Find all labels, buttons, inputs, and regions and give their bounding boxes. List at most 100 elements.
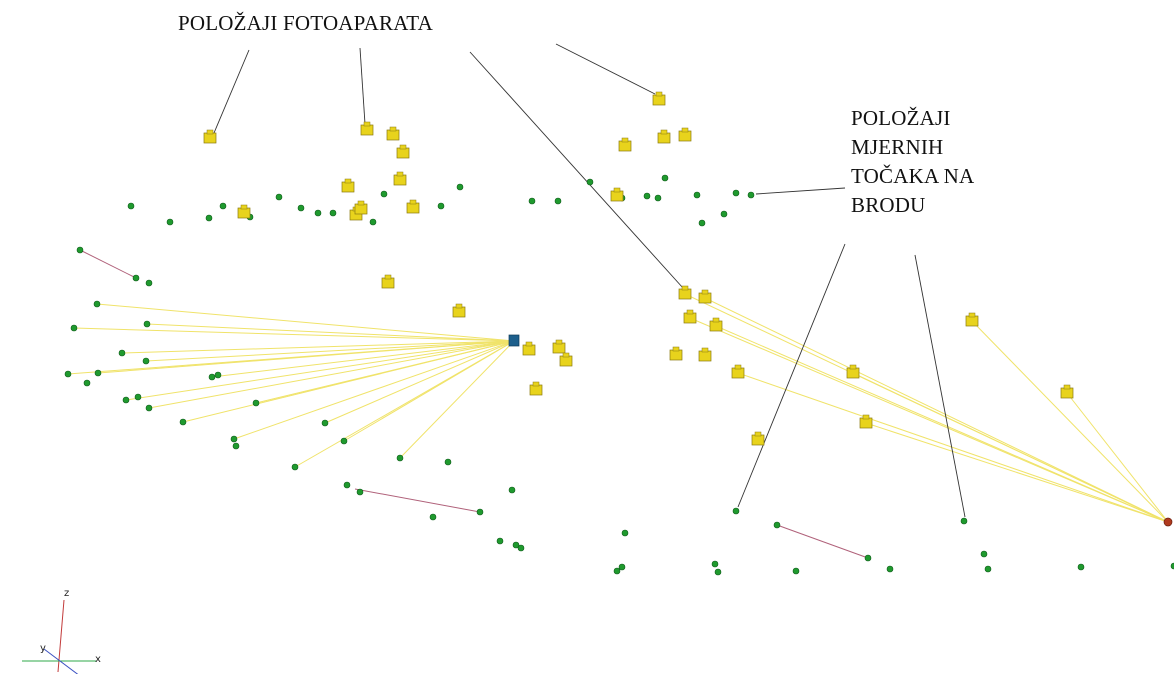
measurement-point-icon (654, 194, 662, 202)
measurement-point-icon (122, 396, 130, 404)
camera-icon (610, 187, 624, 202)
camera-icon (657, 129, 671, 144)
measurement-point-icon (711, 560, 719, 568)
measurement-point-icon (508, 486, 516, 494)
camera-icon (683, 309, 697, 324)
measurement-point-icon (528, 197, 536, 205)
measurement-point-icon (70, 324, 78, 332)
measurement-point-icon (444, 458, 452, 466)
axis-triad (22, 599, 96, 674)
axis-x-label: x (95, 654, 101, 665)
projection-rays (67, 293, 1169, 523)
camera-icon (669, 346, 683, 361)
leader-line (737, 243, 846, 508)
measurement-point-icon (291, 463, 299, 471)
measurement-point-icon (64, 370, 72, 378)
camera-icon (522, 341, 536, 356)
camera-icon (859, 414, 873, 429)
measurement-point-icon (340, 437, 348, 445)
ray-line (233, 340, 515, 440)
distance-line (79, 249, 137, 279)
camera-icon (698, 347, 712, 362)
points-caption-line: MJERNIH (851, 135, 944, 159)
ray-line (971, 320, 1169, 523)
measurement-point-icon (1170, 562, 1174, 570)
measurement-point-icon (554, 197, 562, 205)
measurement-point-icon (166, 218, 174, 226)
selected-camera-icon (508, 334, 520, 347)
measurement-point-icon (208, 373, 216, 381)
camera-icon (381, 274, 395, 289)
measurement-point-icon (275, 193, 283, 201)
measurement-point-icon (437, 202, 445, 210)
camera-icon (618, 137, 632, 152)
measurement-point-icon (643, 192, 651, 200)
camera-icon (237, 204, 251, 219)
measurement-point-icon (720, 210, 728, 218)
measurement-point-icon (476, 508, 484, 516)
ray-line (255, 340, 515, 404)
leader-line (359, 47, 366, 125)
measurement-point-icon (252, 399, 260, 407)
measurement-point-icon (732, 189, 740, 197)
measurement-point-icon (145, 279, 153, 287)
camera-icon (698, 289, 712, 304)
ray-line (689, 317, 1169, 523)
measurement-point-icon (145, 404, 153, 412)
ray-line (865, 422, 1169, 523)
distance-lines (79, 249, 869, 559)
camera-icon (341, 178, 355, 193)
measurement-point-icon (496, 537, 504, 545)
camera-icon (203, 129, 217, 144)
ray-line (852, 372, 1169, 523)
measurement-point-icon (179, 418, 187, 426)
axis-z-label: z (64, 588, 70, 599)
measurement-point-icon (297, 204, 305, 212)
measurement-point-icon (83, 379, 91, 387)
measurement-point-icon (792, 567, 800, 575)
measurement-point-icon (517, 544, 525, 552)
ray-line (145, 340, 515, 362)
measurement-point-icon (586, 178, 594, 186)
measurement-point-icon (714, 568, 722, 576)
ray-line (146, 323, 515, 342)
camera-icon (354, 200, 368, 215)
measurement-point-icon (429, 513, 437, 521)
ray-line (121, 340, 515, 354)
measurement-point-icon (329, 209, 337, 217)
camera-positions (203, 91, 1074, 446)
points-caption-line: POLOŽAJI (851, 106, 951, 130)
distance-line (354, 488, 481, 513)
camera-icon (709, 317, 723, 332)
measurement-point-icon (369, 218, 377, 226)
measurement-point-icon (512, 541, 520, 549)
measurement-point-icon (747, 191, 755, 199)
camera-icon (1060, 384, 1074, 399)
leader-line (213, 49, 250, 134)
measurement-point-icon (143, 320, 151, 328)
measurement-point-icon (127, 202, 135, 210)
camera-icon (386, 126, 400, 141)
camera-icon (559, 352, 573, 367)
measurement-point-icon (380, 190, 388, 198)
camera-icon (965, 312, 979, 327)
ray-line (211, 340, 515, 378)
ray-line (148, 340, 515, 409)
ray-line (324, 340, 515, 424)
measurement-point-icon (1077, 563, 1085, 571)
leader-lines (213, 43, 966, 518)
measurement-point-icon (356, 488, 364, 496)
camera-icon (406, 199, 420, 214)
ray-line (704, 297, 1169, 523)
ray-line (97, 340, 515, 374)
ray-line (125, 340, 515, 401)
measurement-point-icon (613, 567, 621, 575)
measurement-point-icon (960, 517, 968, 525)
measurement-point-icon (214, 371, 222, 379)
camera-icon (529, 381, 543, 396)
measurement-point-icon (230, 435, 238, 443)
points-caption-line: TOČAKA NA (851, 164, 975, 188)
ray-line (1066, 392, 1169, 523)
leader-line (914, 254, 966, 518)
